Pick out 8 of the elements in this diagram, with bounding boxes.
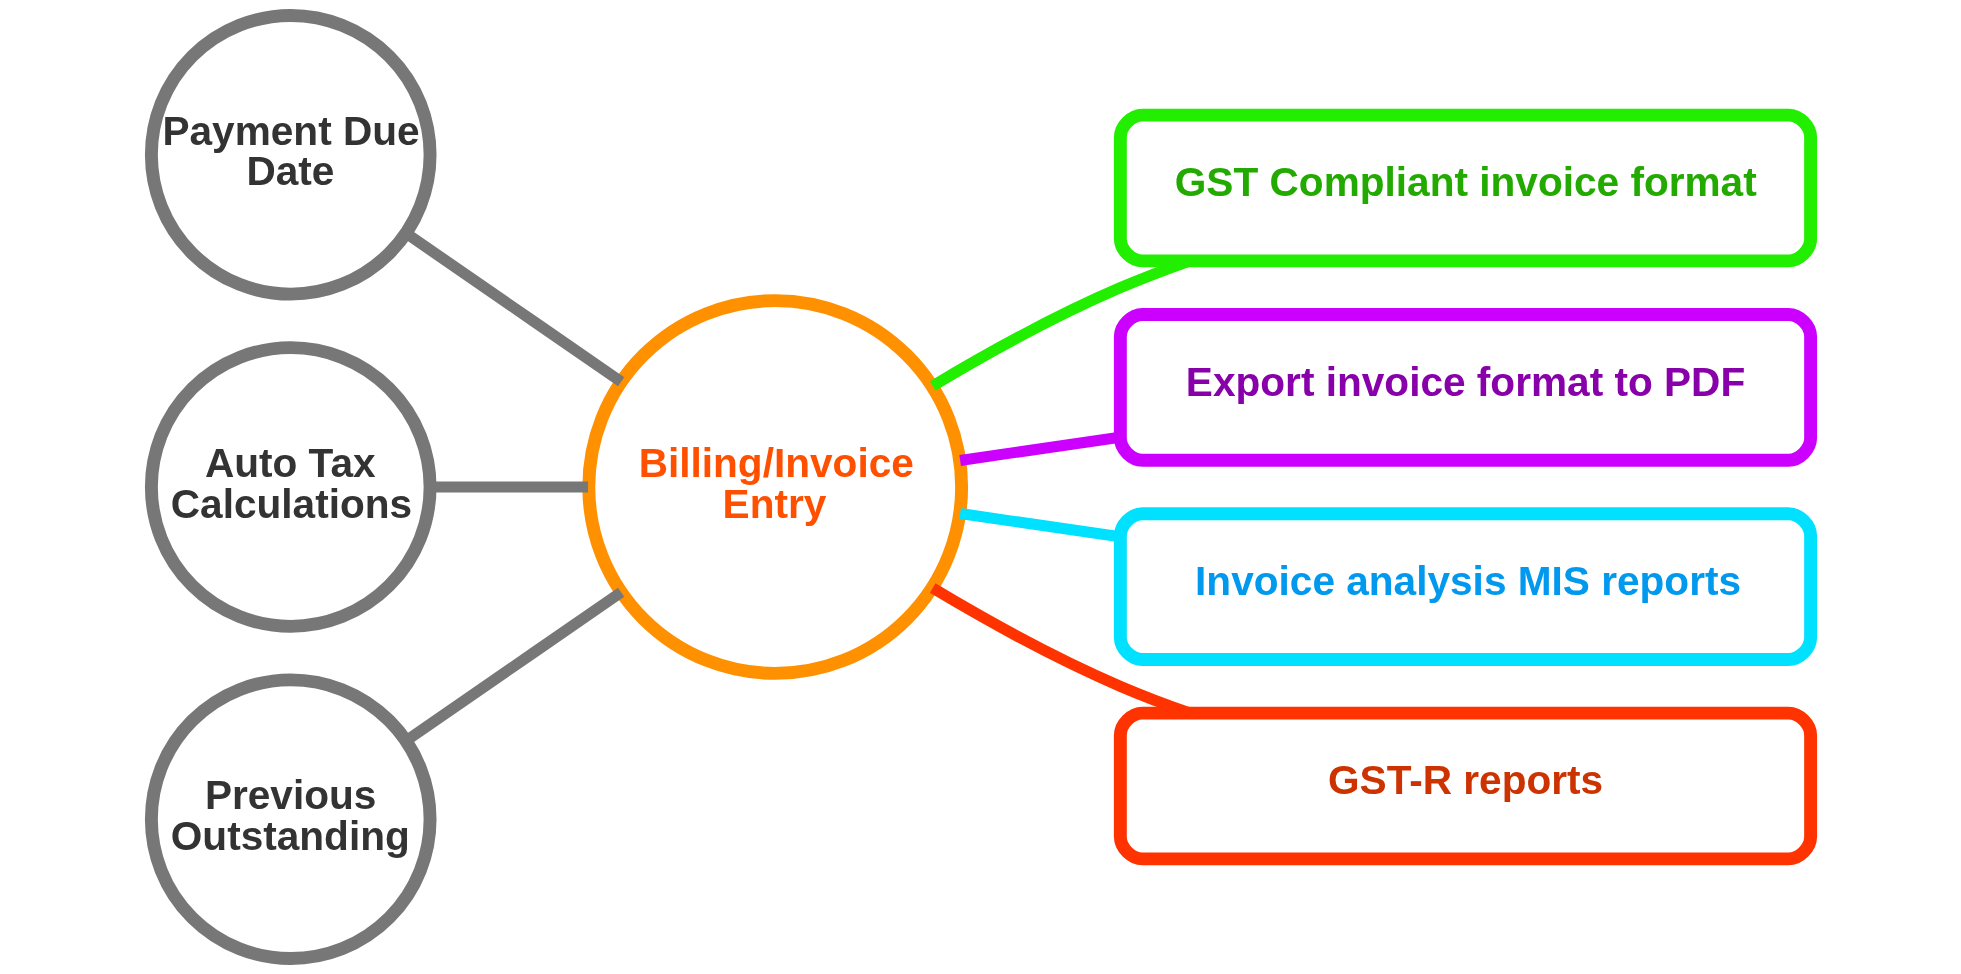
node-circle: Auto Tax Calculations xyxy=(144,341,437,633)
node-box: Invoice analysis MIS reports xyxy=(1113,507,1817,667)
node-box: Export invoice format to PDF xyxy=(1113,307,1817,467)
node-box: GST Compliant invoice format xyxy=(1113,108,1817,268)
node-circle: Payment Due Date xyxy=(144,9,437,301)
node-box: GST-R reports xyxy=(1113,706,1817,866)
node-circle: Billing/Invoice Entry xyxy=(581,294,968,680)
node-circle: Previous Outstanding xyxy=(144,673,437,965)
